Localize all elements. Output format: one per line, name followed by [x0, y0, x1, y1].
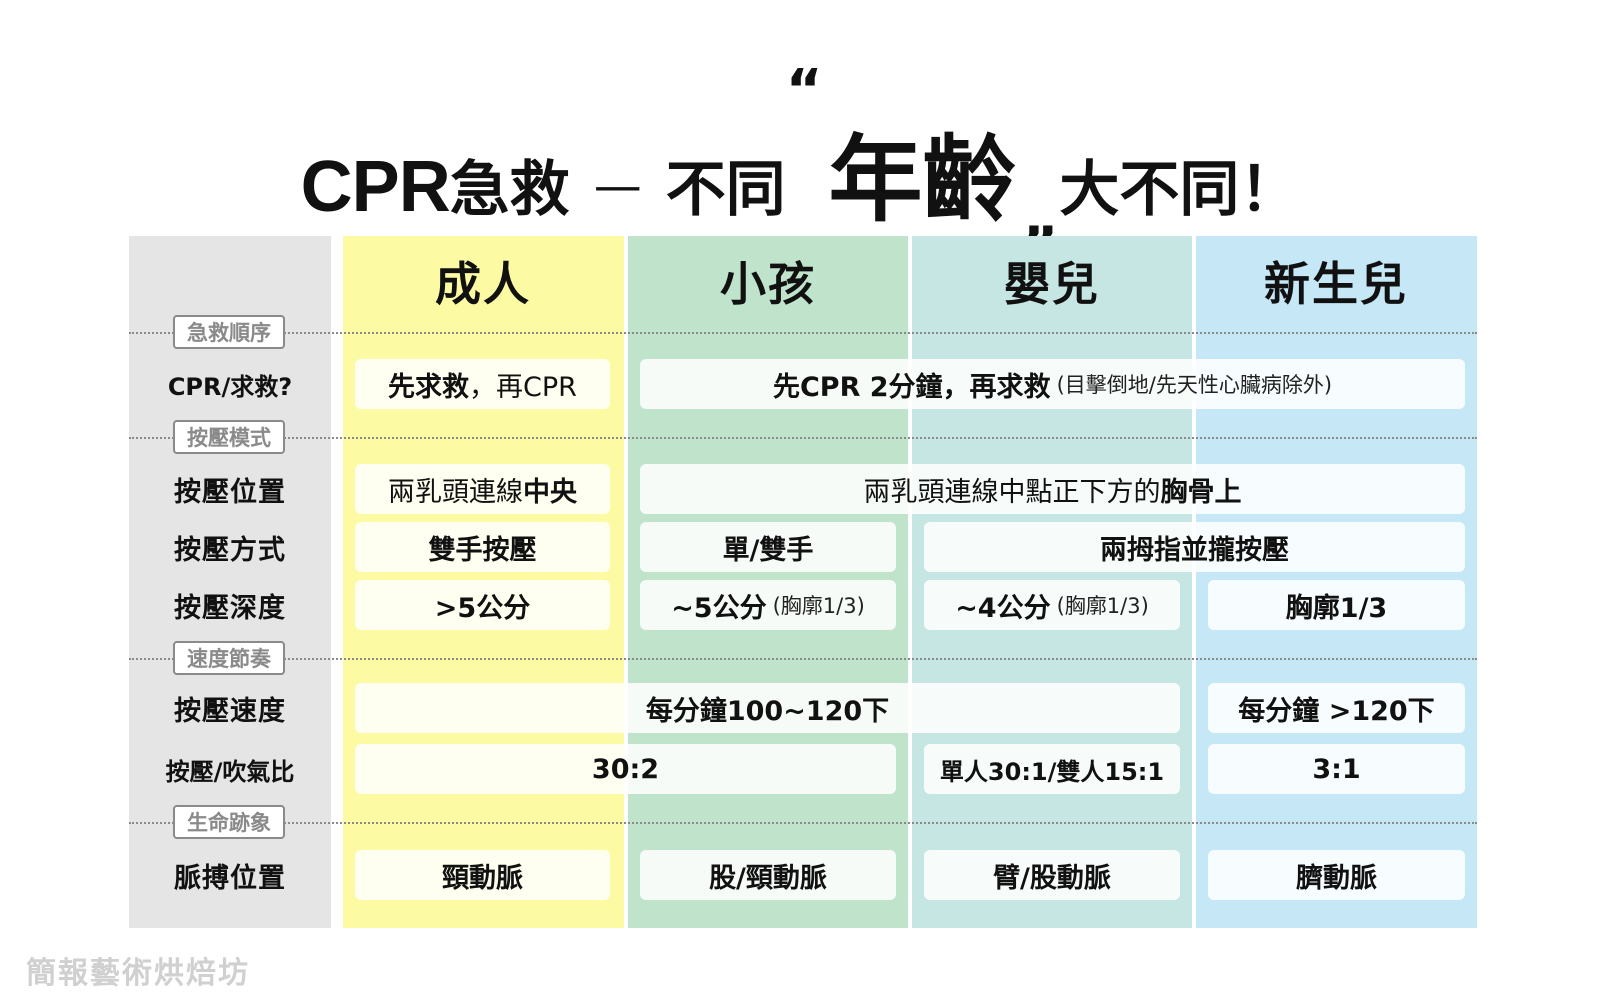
row-label-position: 按壓位置	[174, 476, 286, 508]
row-label-ratio: 按壓/吹氣比	[165, 757, 295, 786]
section-divider	[129, 658, 1477, 660]
cell-ratio-newborn: 3:1	[1208, 744, 1465, 794]
title-quote-open: “	[785, 58, 823, 123]
cell-text-strong: ~4公分	[955, 592, 1051, 624]
column-header-newborn: 新生兒	[1264, 257, 1408, 311]
title-jijiu: 急救	[449, 155, 570, 225]
row-label-depth: 按壓深度	[174, 592, 286, 624]
cell-text-strong: 中央	[523, 476, 577, 508]
title-emphasis: 年齡	[828, 126, 1017, 235]
title-butong: 不同	[665, 155, 786, 225]
row-label-rate: 按壓速度	[174, 695, 286, 727]
cell-pulse-child: 股/頸動脈	[640, 850, 896, 900]
cell-pulse-newborn: 臍動脈	[1208, 850, 1465, 900]
cell-pulse-infant: 臂/股動脈	[924, 850, 1180, 900]
cell-text: 兩乳頭連線	[388, 476, 523, 508]
section-tag-vitals: 生命跡象	[173, 805, 285, 839]
cell-ratio-infant: 單人30:1/雙人15:1	[924, 744, 1180, 794]
column-header-infant: 嬰兒	[1004, 257, 1100, 311]
cell-rate-newborn: 每分鐘 >120下	[1208, 683, 1465, 733]
cell-text-strong: 先求救	[388, 371, 470, 403]
cell-pulse-adult: 頸動脈	[355, 850, 610, 900]
section-divider	[129, 332, 1477, 334]
cell-note: (胸廓1/3)	[1056, 594, 1149, 618]
cell-depth-adult: >5公分	[355, 580, 610, 630]
cell-depth-child: ~5公分 (胸廓1/3)	[640, 580, 896, 630]
cell-depth-newborn: 胸廓1/3	[1208, 580, 1465, 630]
column-header-child: 小孩	[720, 257, 816, 311]
title-dabutong: 大不同！	[1059, 155, 1300, 225]
section-tag-rate: 速度節奏	[173, 641, 285, 675]
cell-position-adult: 兩乳頭連線 中央	[355, 464, 610, 514]
title-dash: —	[593, 158, 642, 214]
row-label-pulse: 脈搏位置	[174, 862, 286, 894]
cell-text-strong: 胸骨上	[1160, 476, 1242, 508]
row-label-method: 按壓方式	[174, 534, 286, 566]
section-divider	[129, 822, 1477, 824]
column-header-adult: 成人	[435, 257, 531, 311]
cell-text-strong: 先CPR 2分鐘	[772, 371, 943, 403]
cell-method-child: 單/雙手	[640, 522, 896, 572]
page-title: CPR 急救 — 不同 “ 年齡 „ 大不同！	[0, 58, 1600, 250]
cell-text-strong: ~5公分	[671, 592, 767, 624]
cell-cpr-call-adult: 先求救 ，再CPR	[355, 359, 610, 409]
cell-text: ，再CPR	[469, 371, 577, 403]
cell-note: (胸廓1/3)	[772, 594, 865, 618]
cell-position-others: 兩乳頭連線中點正下方的 胸骨上	[640, 464, 1465, 514]
section-tag-mode: 按壓模式	[173, 420, 285, 454]
section-tag-order: 急救順序	[173, 315, 285, 349]
watermark: 簡報藝術烘焙坊	[26, 956, 250, 991]
cell-depth-infant: ~4公分 (胸廓1/3)	[924, 580, 1180, 630]
cell-method-infant-newborn: 兩拇指並攏按壓	[924, 522, 1465, 572]
section-divider	[129, 437, 1477, 439]
cell-method-adult: 雙手按壓	[355, 522, 610, 572]
cell-text: 兩乳頭連線中點正下方的	[863, 476, 1161, 508]
cell-ratio-adult-child: 30:2	[355, 744, 896, 794]
cell-note: (目擊倒地/先天性心臟病除外)	[1056, 373, 1333, 397]
cell-rate-others: 每分鐘100~120下	[355, 683, 1180, 733]
title-cpr: CPR	[300, 147, 451, 227]
cell-text-strong: ，再求救	[942, 371, 1051, 403]
cell-cpr-call-others: 先CPR 2分鐘 ，再求救 (目擊倒地/先天性心臟病除外)	[640, 359, 1465, 409]
row-label-cpr-call: CPR/求救?	[167, 372, 293, 401]
